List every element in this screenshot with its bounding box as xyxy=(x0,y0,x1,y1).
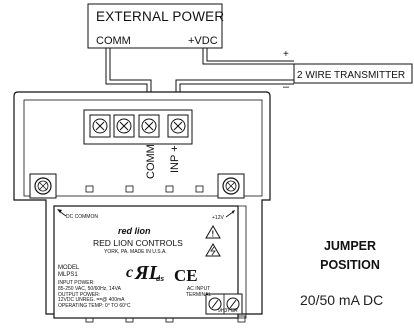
company-name: RED LION CONTROLS xyxy=(93,238,183,248)
spec-line: 12VDC UNREG. ==@ 400mA xyxy=(58,297,125,304)
ul-listed-icon: c ЯL us xyxy=(126,262,164,284)
terminal-screw-comm xyxy=(138,114,160,138)
transmitter-label: 2 WIRE TRANSMITTER xyxy=(297,70,406,81)
spec-line: OUTPUT POWER: xyxy=(58,291,101,298)
external-vdc-label: +VDC xyxy=(188,35,218,47)
dc-common-arrowhead xyxy=(57,209,62,213)
transmitter-box xyxy=(293,63,413,84)
power-specs: INPUT POWER: 85-250 VAC, 50/60Hz, 14VA O… xyxy=(58,280,131,310)
red-lion-logo: red lion xyxy=(118,226,151,236)
terminal-screw-1 xyxy=(89,114,111,138)
vdc-wire-b xyxy=(206,48,294,62)
model-label: MODEL xyxy=(58,265,80,271)
svg-text:c: c xyxy=(126,264,133,281)
terminal-screw-2 xyxy=(113,114,135,138)
spec-line: 85-250 VAC, 50/60Hz, 14VA xyxy=(58,285,121,292)
svg-text:us: us xyxy=(156,276,164,283)
position-title: POSITION xyxy=(320,258,380,272)
transmitter-plus: + xyxy=(283,49,289,60)
external-comm-label: COMM xyxy=(96,35,131,47)
plate-code: 9H3YCR xyxy=(218,308,238,314)
ac-input-line: TERMINAL xyxy=(186,291,212,298)
mounting-screw-left xyxy=(29,173,57,199)
ce-mark-icon: CE xyxy=(174,266,198,285)
plus12v-label: +12V xyxy=(212,215,224,221)
transmitter-minus: – xyxy=(283,81,290,93)
terminal-comm-label: COMM xyxy=(145,144,157,179)
ac-input-line: AC INPUT xyxy=(186,286,211,292)
terminal-screw-inp xyxy=(167,114,189,138)
svg-text:CE: CE xyxy=(174,266,198,285)
ac-input-label: AC INPUT TERMINAL xyxy=(186,286,212,299)
svg-text:ЯL: ЯL xyxy=(134,262,161,284)
external-power-box xyxy=(87,3,223,49)
jumper-title: JUMPER xyxy=(323,239,377,253)
housing-inner xyxy=(23,99,263,197)
shock-warning-icon xyxy=(205,243,221,257)
mounting-screw-right xyxy=(217,173,245,199)
spec-line: OPERATING TEMP: 0° TO 60°C xyxy=(58,303,131,309)
model-value: MLPS1 xyxy=(58,272,78,278)
terminal-inp-label: INP + xyxy=(169,145,181,173)
dc-common-label: DC COMMON xyxy=(66,214,98,220)
svg-text:!: ! xyxy=(212,230,215,239)
terminal-screws xyxy=(89,114,189,138)
spec-line: INPUT POWER: xyxy=(58,280,95,286)
plus12-arrowhead xyxy=(232,210,235,214)
plus12-arrow xyxy=(225,211,234,218)
warning-triangle-icon: ! xyxy=(205,225,221,239)
plate-right-edge xyxy=(238,205,247,319)
jumper-mode: 20/50 mA DC xyxy=(300,292,384,308)
external-power-title: EXTERNAL POWER xyxy=(96,9,225,24)
ac-input-terminal xyxy=(205,293,243,315)
company-city: YORK, PA. MADE IN U.S.A. xyxy=(104,249,167,255)
housing-tabs xyxy=(85,185,246,323)
vdc-wire-a xyxy=(202,48,294,65)
